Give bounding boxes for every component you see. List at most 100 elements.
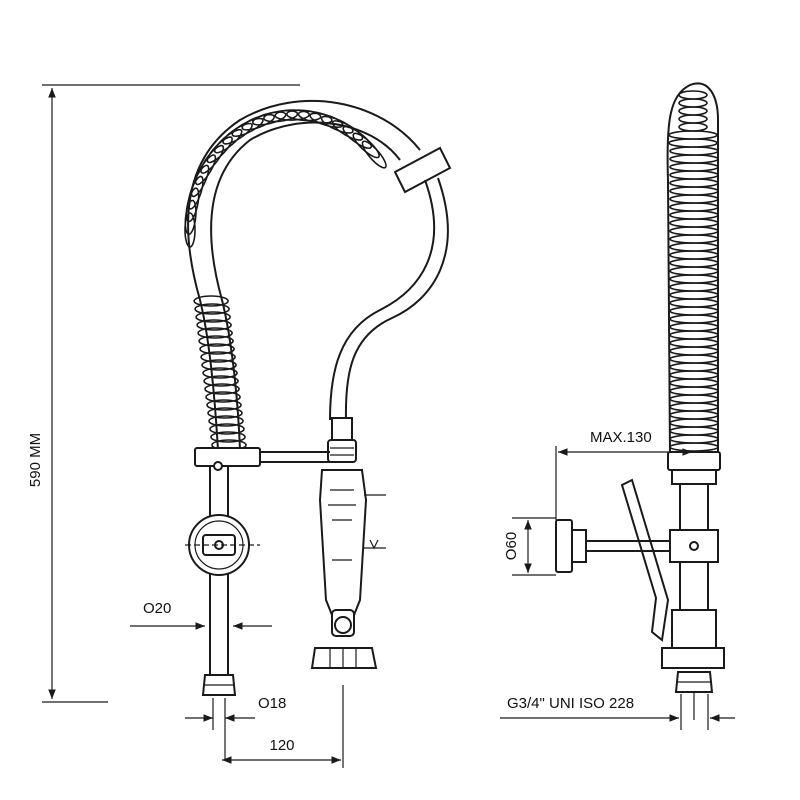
coil-ring	[297, 110, 333, 124]
side-coil-ring	[678, 122, 708, 132]
coil-ring	[342, 125, 373, 150]
side-coil-ring	[669, 258, 719, 268]
vertical-pillar	[201, 466, 237, 696]
support-arm	[194, 447, 330, 471]
side-coil-ring	[669, 370, 719, 380]
coil-ring	[285, 109, 322, 122]
side-coil-ring	[669, 394, 719, 404]
front-view: 590 MM O20 O18 120	[27, 84, 452, 768]
side-coil-ring	[669, 354, 719, 364]
coil-ring	[193, 295, 229, 307]
spacing-dimension: 120	[222, 685, 344, 768]
side-coil-ring	[669, 282, 719, 292]
coil-ring	[198, 335, 234, 347]
side-coil-ring	[669, 226, 719, 236]
coil-ring	[320, 115, 354, 134]
coil-ring	[201, 359, 237, 371]
side-coil-ring	[678, 98, 708, 108]
max-reach-dimension: MAX.130	[555, 429, 692, 520]
side-arm-and-flange	[555, 519, 699, 573]
coil-ring	[195, 311, 231, 323]
coil-ring	[197, 327, 233, 339]
spray-handle	[310, 469, 378, 669]
coil-ring	[222, 122, 253, 145]
coil-ring	[194, 303, 230, 315]
coil-ring	[202, 367, 238, 379]
side-coil-ring	[678, 106, 708, 116]
side-coil-ring	[668, 138, 718, 148]
side-coil-ring	[669, 194, 719, 204]
side-coil-ring	[669, 154, 719, 164]
max-reach-label: MAX.130	[590, 429, 652, 446]
connection-dimension: G3/4" UNI ISO 228	[500, 694, 735, 730]
side-coil-ring	[669, 178, 719, 188]
side-coil-ring	[669, 378, 719, 388]
side-coil-ring	[669, 338, 719, 348]
side-coil-ring	[669, 202, 719, 212]
side-coil-ring	[668, 130, 718, 140]
coil-ring	[210, 431, 246, 443]
coil-ring	[208, 415, 244, 427]
valve-connector	[327, 417, 357, 463]
side-coil-ring	[669, 346, 719, 356]
side-coil-ring	[669, 362, 719, 372]
flange-diameter-label: O60	[503, 532, 520, 560]
coil-ring	[204, 383, 240, 395]
side-coil-ring	[669, 242, 719, 252]
side-coil-ring	[669, 266, 719, 276]
side-coil-ring	[669, 234, 719, 244]
coil-ring	[331, 120, 364, 141]
spacing-label: 120	[269, 737, 294, 754]
handle-leader-marks	[364, 494, 386, 550]
side-coil-ring	[669, 218, 719, 228]
side-coil-ring	[669, 274, 719, 284]
coil-ring	[207, 407, 243, 419]
side-coil-ring	[669, 330, 719, 340]
side-coil-ring	[669, 442, 719, 452]
side-coil-ring	[669, 306, 719, 316]
side-coil-ring	[669, 162, 719, 172]
coil-ring	[209, 423, 245, 435]
coil-ring	[196, 319, 232, 331]
side-coil-ring	[669, 290, 719, 300]
coil-ring	[184, 212, 196, 248]
hose-sleeve	[393, 146, 452, 194]
side-coil-ring	[669, 426, 719, 436]
side-coil-ring	[669, 298, 719, 308]
height-label: 590 MM	[27, 433, 44, 487]
coil-ring	[274, 109, 310, 121]
coil-ring	[205, 391, 241, 403]
wall-bracket	[185, 514, 260, 576]
inlet-diameter-dimension: O18	[185, 695, 286, 760]
inlet-diameter-label: O18	[258, 695, 286, 712]
coil-ring	[184, 199, 197, 236]
coil-ring	[203, 375, 239, 387]
side-coil-ring	[678, 90, 708, 100]
side-coil-ring	[669, 410, 719, 420]
side-coil-ring	[669, 402, 719, 412]
coil-ring	[352, 132, 380, 159]
height-dimension: 590 MM	[27, 84, 300, 703]
side-coil-ring	[669, 146, 719, 156]
side-coil-ring	[669, 314, 719, 324]
side-column	[661, 451, 725, 720]
side-coil-ring	[669, 250, 719, 260]
spout-tube	[329, 177, 449, 421]
coil-ring	[200, 351, 236, 363]
side-coiled-spring-hose	[666, 82, 719, 456]
side-coil-ring	[669, 322, 719, 332]
side-view: MAX.130 O60 G3/4" UNI ISO 228	[500, 82, 735, 730]
coil-ring	[199, 343, 235, 355]
hose-diameter-label: O20	[143, 600, 171, 617]
coil-ring	[206, 399, 242, 411]
coil-ring	[309, 112, 344, 129]
side-coil-ring	[669, 186, 719, 196]
side-lever	[620, 478, 670, 642]
coil-ring	[361, 140, 387, 169]
connection-label: G3/4" UNI ISO 228	[507, 695, 634, 712]
hose-diameter-dimension: O20	[130, 600, 272, 630]
flange-diameter-dimension: O60	[503, 517, 556, 576]
side-coil-ring	[678, 114, 708, 124]
side-coil-ring	[669, 386, 719, 396]
